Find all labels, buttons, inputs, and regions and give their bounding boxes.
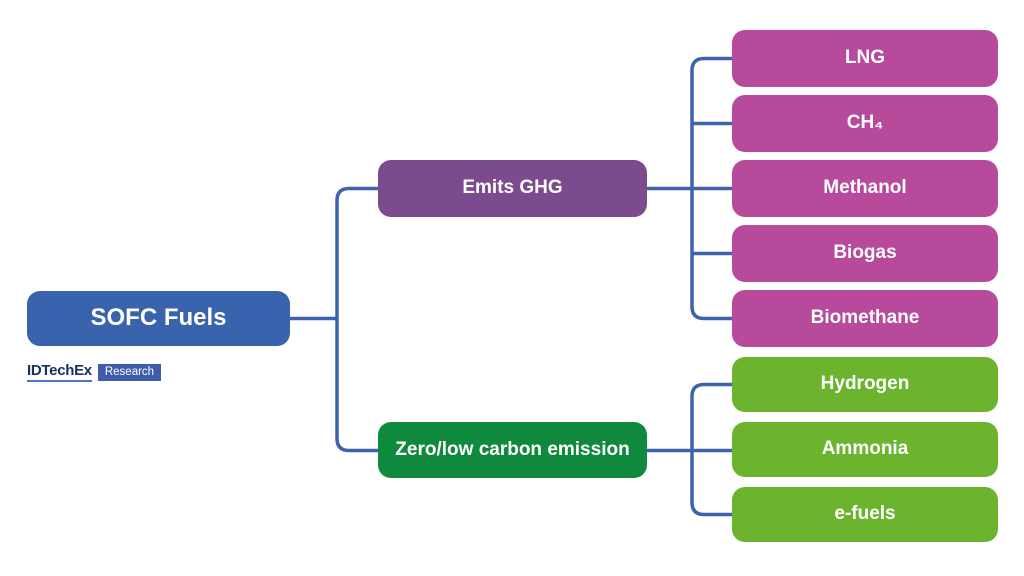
node-biomethane: Biomethane — [732, 290, 998, 347]
research-badge: Research — [97, 363, 162, 381]
node-efuels-label: e-fuels — [834, 503, 896, 525]
node-ch4-label: CH₄ — [846, 112, 884, 134]
connector-root-split — [335, 186, 378, 453]
node-ammonia: Ammonia — [732, 422, 998, 477]
node-biogas-label: Biogas — [833, 242, 897, 264]
node-zero-low-carbon: Zero/low carbon emission — [378, 422, 647, 478]
node-ch4: CH₄ — [732, 95, 998, 152]
node-lng: LNG — [732, 30, 998, 87]
node-emits-ghg: Emits GHG — [378, 160, 647, 217]
node-zero-low-carbon-label: Zero/low carbon emission — [395, 438, 630, 460]
node-emits-ghg-label: Emits GHG — [462, 177, 563, 199]
node-ammonia-label: Ammonia — [821, 438, 909, 460]
node-biogas: Biogas — [732, 225, 998, 282]
node-sofc-fuels: SOFC Fuels — [27, 291, 290, 346]
idtechex-logo: IDTechEx Research — [27, 362, 162, 382]
node-sofc-fuels-label: SOFC Fuels — [90, 304, 227, 332]
node-methanol: Methanol — [732, 160, 998, 217]
node-efuels: e-fuels — [732, 487, 998, 542]
node-lng-label: LNG — [844, 47, 886, 69]
node-methanol-label: Methanol — [823, 177, 907, 199]
node-biomethane-label: Biomethane — [810, 307, 920, 329]
node-hydrogen-label: Hydrogen — [820, 373, 910, 395]
node-hydrogen: Hydrogen — [732, 357, 998, 412]
idtechex-wordmark: IDTechEx — [27, 362, 92, 382]
connector-emits-bus — [690, 56, 732, 321]
connector-zero-bus — [690, 382, 732, 517]
